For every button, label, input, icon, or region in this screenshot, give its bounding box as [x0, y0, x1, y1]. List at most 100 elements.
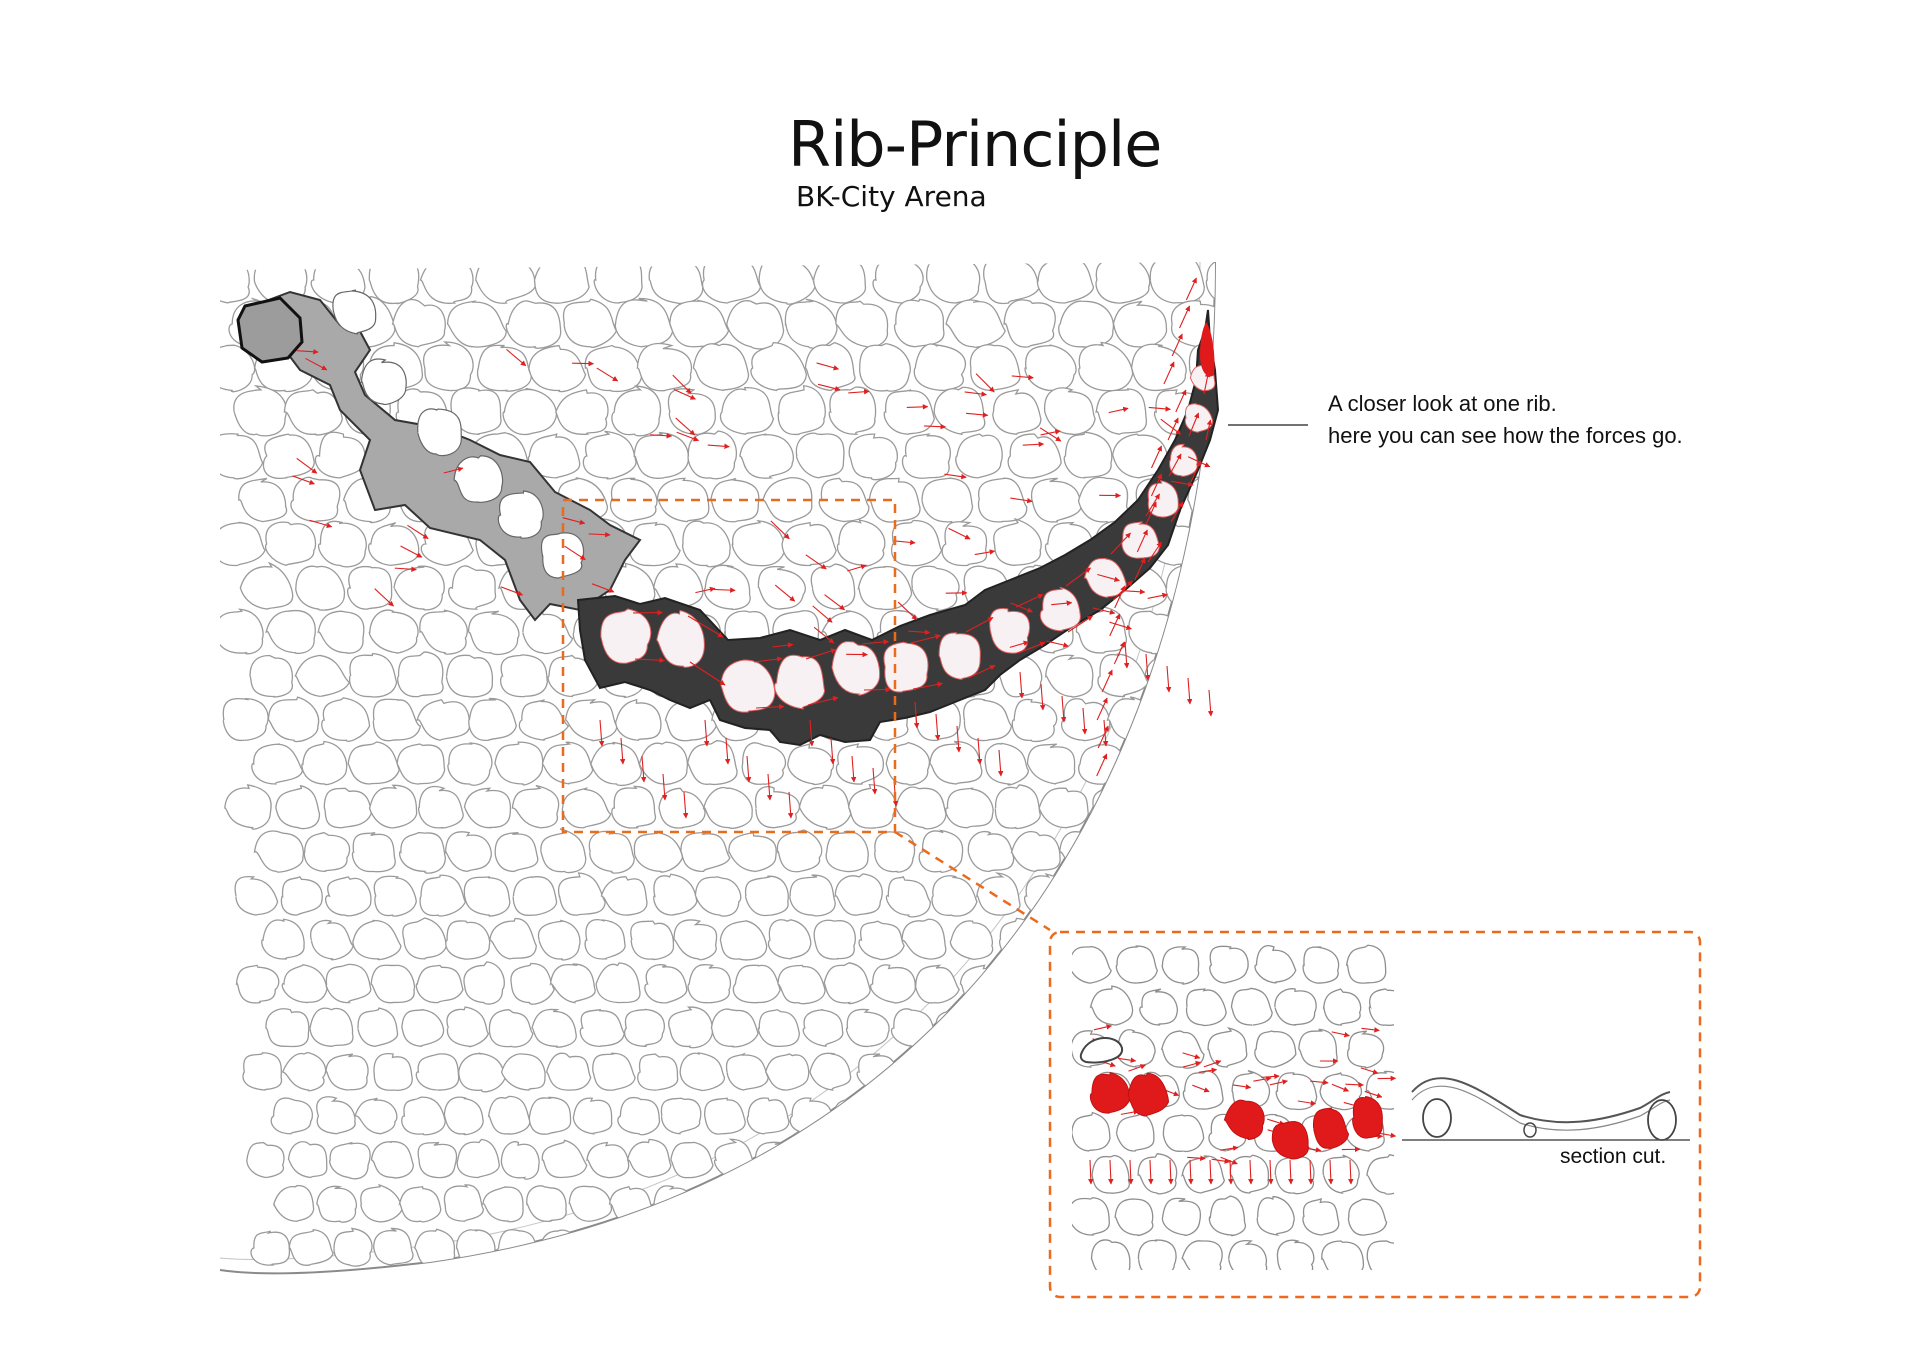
dome-cell — [495, 742, 543, 785]
dome-cell — [1210, 877, 1257, 917]
dome-cell — [821, 1184, 860, 1221]
inset-cell — [1369, 989, 1406, 1025]
dome-cell — [573, 1098, 611, 1134]
dome-cell — [671, 1142, 713, 1177]
dome-cell — [688, 741, 737, 785]
dome-cell — [1096, 389, 1146, 434]
dome-cell — [620, 1230, 663, 1265]
dome-cell — [705, 1098, 746, 1134]
inset-cell — [1091, 986, 1133, 1025]
dome-cell — [239, 478, 287, 521]
dome-cell — [977, 873, 1020, 915]
dome-cell — [585, 920, 625, 959]
inset-cell — [1303, 947, 1339, 983]
force-arrow — [1090, 1160, 1091, 1184]
dome-cell — [361, 1185, 403, 1222]
dome-cell — [1028, 744, 1075, 784]
dome-cell — [889, 1275, 925, 1309]
dome-cell — [1202, 833, 1249, 873]
dome-cell — [649, 257, 703, 303]
dome-cell — [591, 742, 642, 785]
dome-cell — [813, 256, 865, 303]
dome-cell — [274, 1186, 314, 1222]
inset-cell — [1210, 946, 1248, 983]
inset-cell — [1116, 1114, 1153, 1151]
force-arrow — [907, 407, 928, 408]
dome-cell — [1184, 788, 1230, 827]
rib-hole — [775, 655, 825, 709]
dome-cell — [728, 1273, 765, 1309]
dome-cell — [304, 833, 349, 872]
dome-cell — [400, 833, 446, 874]
dome-cell — [783, 1230, 823, 1265]
dome-cell — [946, 788, 993, 827]
dome-cell — [566, 700, 617, 741]
inset-cell — [1322, 1241, 1364, 1277]
force-arrow — [847, 565, 866, 571]
dome-cell — [615, 299, 672, 347]
dome-cell — [523, 611, 573, 653]
dome-cell — [661, 1098, 700, 1134]
dome-cell — [266, 522, 316, 565]
dome-cell — [542, 742, 592, 784]
dome-cell — [1179, 742, 1221, 785]
dome-cell — [778, 965, 825, 1003]
dome-cell — [593, 1053, 635, 1090]
dome-cell — [1132, 1273, 1169, 1310]
inset-cell — [1209, 1196, 1245, 1235]
dome-cell — [532, 1009, 576, 1047]
dome-cell — [1305, 523, 1353, 567]
dome-cell — [402, 1010, 444, 1047]
dome-cell — [393, 300, 446, 347]
dome-cell — [348, 567, 392, 610]
section-void-left — [1423, 1099, 1451, 1137]
dome-cell — [1113, 301, 1166, 347]
dome-cell — [1052, 1274, 1088, 1310]
dome-cell — [612, 386, 661, 436]
dome-cell — [281, 877, 322, 915]
dome-cell — [1159, 829, 1200, 871]
dome-cell — [688, 431, 736, 479]
dome-cell — [319, 521, 367, 567]
dome-cell — [501, 655, 548, 697]
dome-cell — [1206, 257, 1259, 304]
dome-cell — [1393, 298, 1442, 347]
dome-cell — [902, 919, 946, 959]
dome-cell — [858, 567, 911, 610]
dome-cell — [766, 1054, 809, 1090]
dome-cell — [688, 965, 730, 1003]
dome-cell — [334, 1228, 372, 1266]
dome-cell — [654, 874, 697, 915]
dome-cell — [903, 434, 951, 478]
dome-cell — [849, 434, 897, 480]
dome-cell — [603, 1274, 643, 1310]
dome-cell — [527, 1186, 566, 1222]
inset-cell — [1367, 1155, 1409, 1194]
dome-cell — [1033, 1230, 1074, 1265]
force-arrow — [1209, 690, 1211, 716]
inset-cell — [1275, 989, 1316, 1025]
dome-cell — [746, 876, 789, 915]
dome-cell — [370, 785, 417, 828]
dome-cell — [674, 920, 716, 960]
dome-cell-mesh — [201, 252, 1442, 1310]
dome-cell — [398, 652, 443, 697]
inset-cell — [1072, 1113, 1110, 1151]
dome-cell — [369, 523, 419, 566]
dome-cell — [1178, 610, 1227, 653]
dome-cell — [836, 301, 888, 348]
dome-cell — [1046, 655, 1093, 697]
dome-cell — [506, 301, 560, 348]
dome-cell — [446, 921, 490, 959]
inset-cell — [1187, 989, 1227, 1025]
dome-cell — [250, 655, 292, 696]
force-arrow — [944, 474, 966, 477]
dome-cell — [317, 1186, 357, 1222]
dome-cell — [326, 1054, 368, 1090]
dome-cell — [612, 786, 656, 828]
inset-red-cell — [1272, 1122, 1308, 1159]
dome-cell — [829, 387, 875, 434]
dome-cell — [330, 1143, 370, 1179]
dome-cell — [756, 787, 800, 828]
dome-cell — [898, 1054, 942, 1090]
